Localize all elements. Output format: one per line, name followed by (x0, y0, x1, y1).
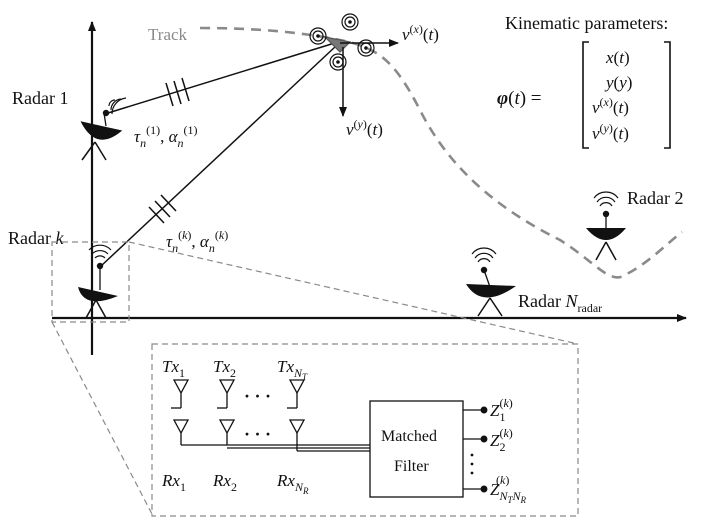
tx-antennas (171, 379, 306, 409)
signal-line-radar1 (107, 41, 339, 114)
ticks-radar1 (165, 77, 190, 107)
output-z1: Z1(k) (490, 396, 513, 424)
matched-filter-box (369, 400, 464, 498)
radark-icon (78, 244, 118, 319)
tx2-label: Tx2 (213, 357, 236, 380)
ticks-radark (148, 194, 177, 224)
output-zN: ZNTNR(k) (490, 473, 527, 505)
radark-label: Radar k (8, 228, 64, 248)
vector-brackets (582, 41, 671, 149)
track-path (199, 26, 683, 279)
vector-entry-2: y(y) (604, 73, 632, 92)
filter-label-1: Matched (381, 428, 437, 445)
vy-label: v(y)(t) (346, 117, 383, 139)
zoom-connector-top (128, 241, 579, 345)
rxNR-label: RxNR (276, 471, 309, 496)
tx1-label: Tx1 (162, 357, 185, 380)
tauk-label: τn(k), αn(k) (166, 228, 228, 255)
tx-dots: · · · (244, 386, 271, 406)
track-label: Track (148, 25, 188, 44)
radarN-icon (466, 247, 516, 317)
tau1-label: τn(1), αn(1) (134, 123, 198, 150)
rx2-label: Rx2 (212, 471, 237, 494)
filter-label-2: Filter (394, 458, 429, 475)
radar1-label: Radar 1 (12, 88, 68, 108)
drone-icon (309, 13, 375, 71)
filter-outputs (463, 406, 488, 493)
signal-line-radark (100, 45, 337, 267)
rx1-label: Rx1 (161, 471, 186, 494)
radar1-icon (80, 97, 127, 161)
vector-entry-4: v(y)(t) (592, 121, 629, 143)
phi-lhs: φ(t) = (497, 88, 542, 109)
radar2-label: Radar 2 (627, 188, 683, 208)
kinematic-title: Kinematic parameters: (505, 13, 668, 33)
output-z2: Z2(k) (490, 426, 513, 454)
vector-entry-3: v(x)(t) (592, 95, 629, 117)
vector-entry-1: x(t) (605, 48, 630, 67)
rx-antennas (172, 419, 370, 452)
rx-dots: · · · (244, 424, 271, 444)
radarN-label: Radar Nradar (518, 291, 602, 315)
vx-label: v(x)(t) (402, 22, 439, 44)
zoom-source-box (51, 241, 130, 323)
zoom-connector-bottom (51, 321, 153, 515)
txNT-label: TxNT (277, 357, 308, 382)
zoom-detail-box (151, 343, 579, 517)
output-vdots (470, 453, 474, 475)
radar2-icon (586, 191, 626, 261)
